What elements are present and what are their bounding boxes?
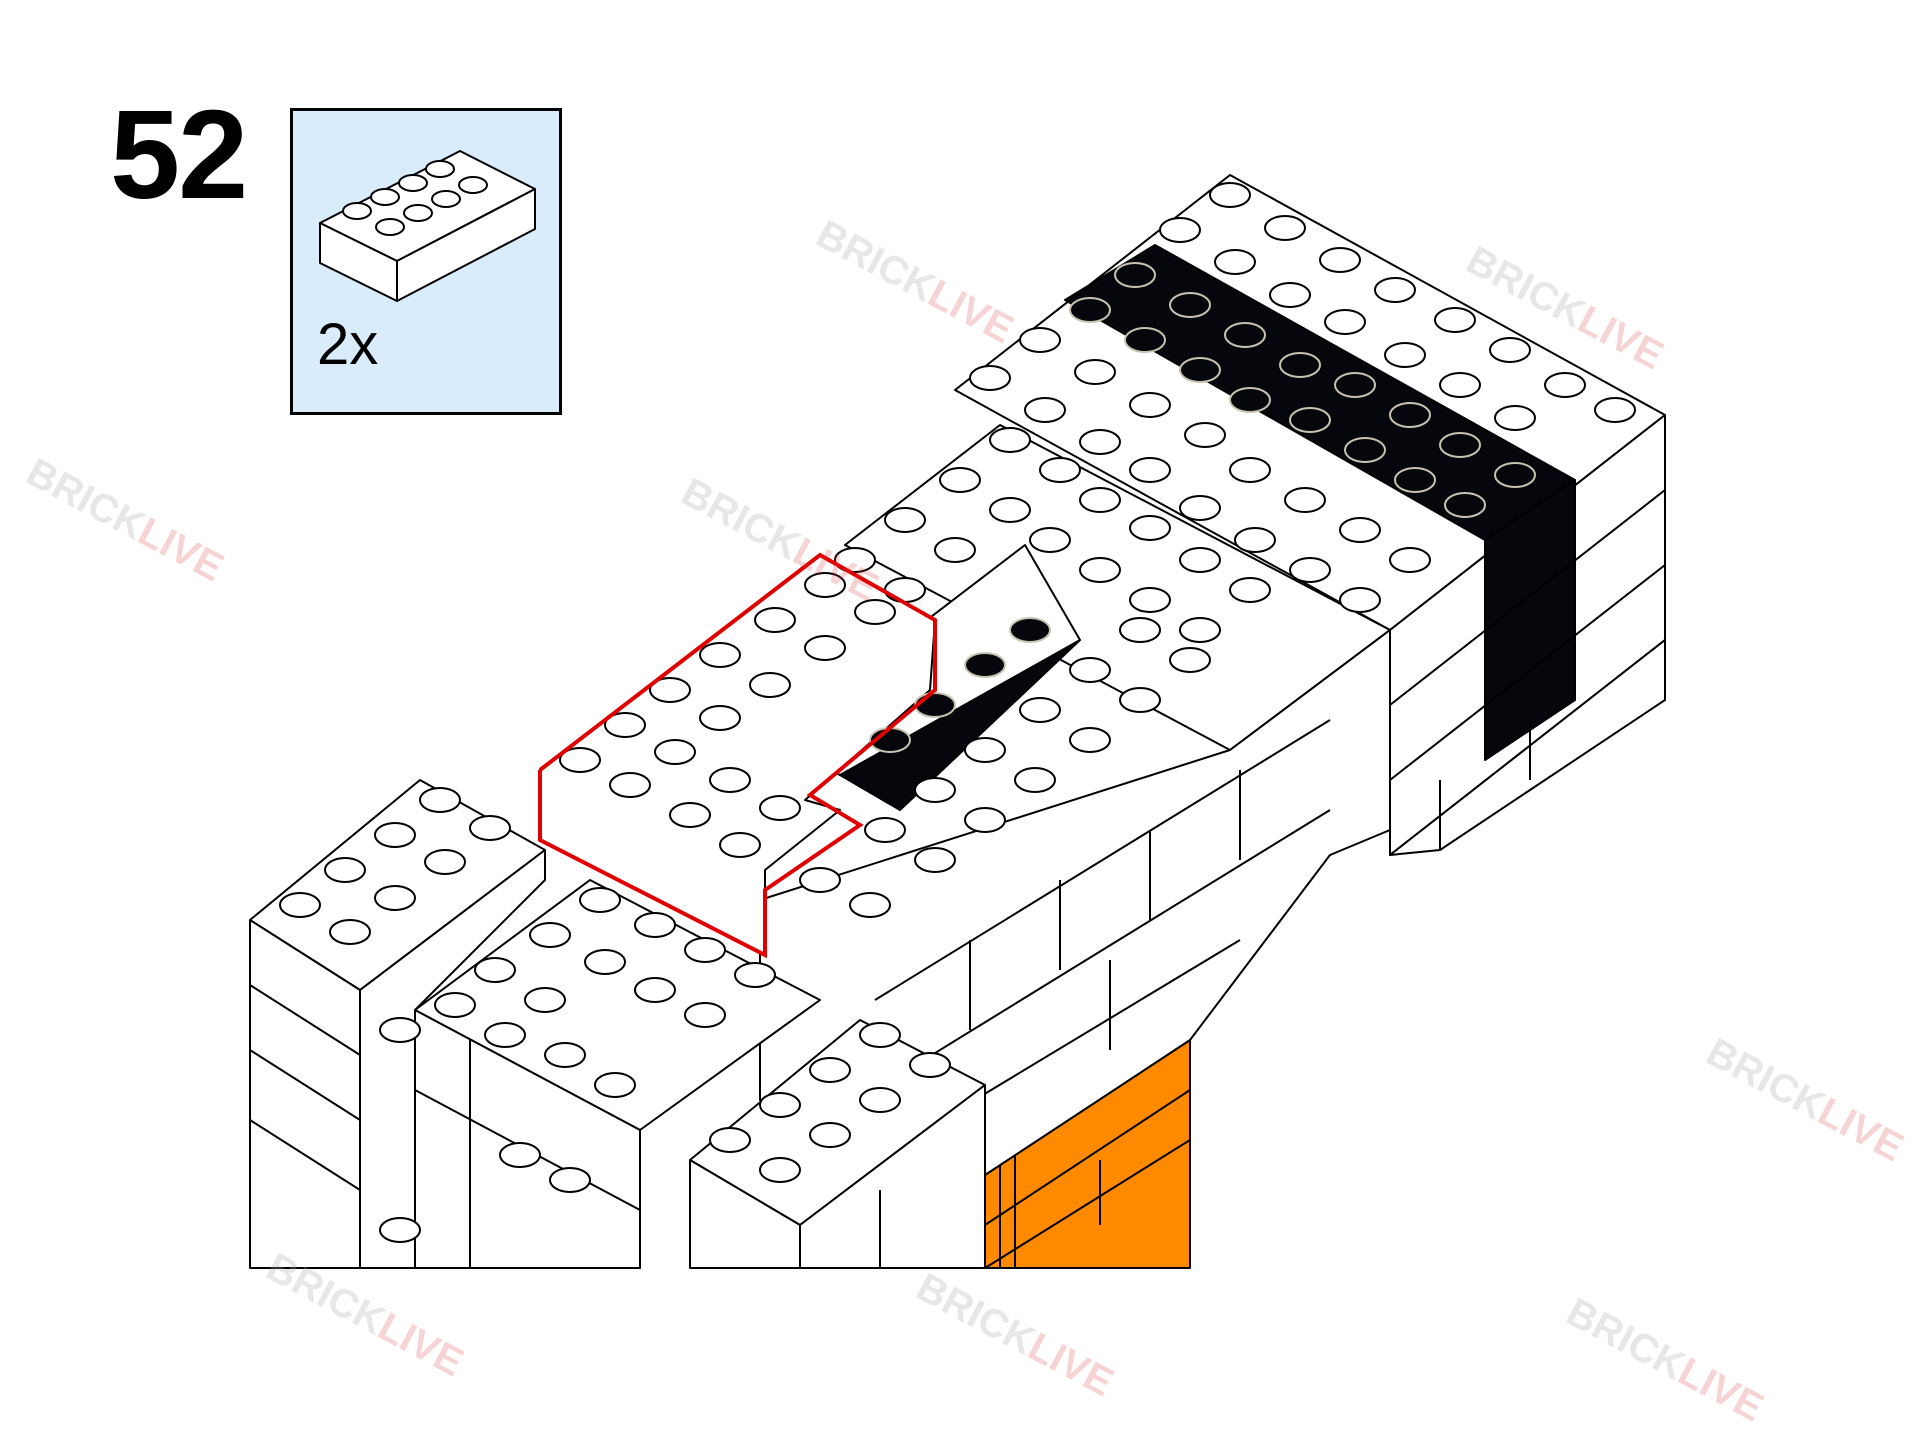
black-studs bbox=[869, 262, 1536, 753]
model-assembly-illustration bbox=[249, 174, 1666, 1269]
step-number: 52 bbox=[110, 84, 248, 225]
part-quantity: 2x bbox=[317, 312, 379, 377]
instruction-page: 52 2x BRICKLIVE BRICKLIVE BRICKLIVE BRIC… bbox=[19, 84, 1911, 1431]
watermark-live: LIVE bbox=[1671, 1349, 1771, 1431]
brick-2x4-white-icon bbox=[319, 150, 536, 302]
highlight-outline bbox=[538, 552, 937, 959]
white-studs bbox=[279, 182, 1636, 1243]
parts-callout: 2x bbox=[290, 108, 562, 415]
